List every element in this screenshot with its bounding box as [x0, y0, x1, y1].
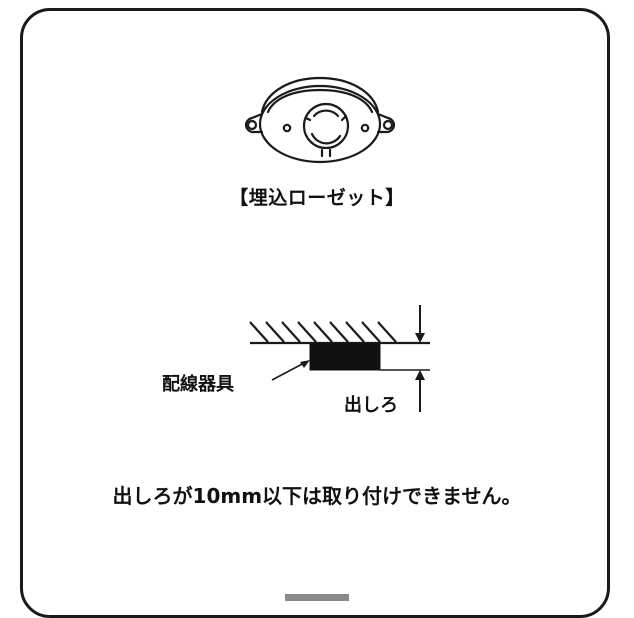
wiring-device-block — [309, 343, 381, 371]
bottom-tab — [285, 594, 349, 601]
installation-notice: 出しろが10mm以下は取り付けできません。 — [112, 484, 522, 508]
installation-diagram — [244, 76, 430, 412]
arrow-icon — [415, 370, 425, 380]
protrusion-label: 出しろ — [344, 395, 398, 416]
ceiling-hatching — [249, 321, 397, 343]
ceiling-rosette-icon — [244, 76, 396, 164]
rosette-caption: 【埋込ローゼット】 — [229, 187, 405, 209]
arrow-icon — [415, 333, 425, 343]
section-diagram — [249, 305, 430, 412]
wiring-device-label: 配線器具 — [162, 374, 234, 395]
